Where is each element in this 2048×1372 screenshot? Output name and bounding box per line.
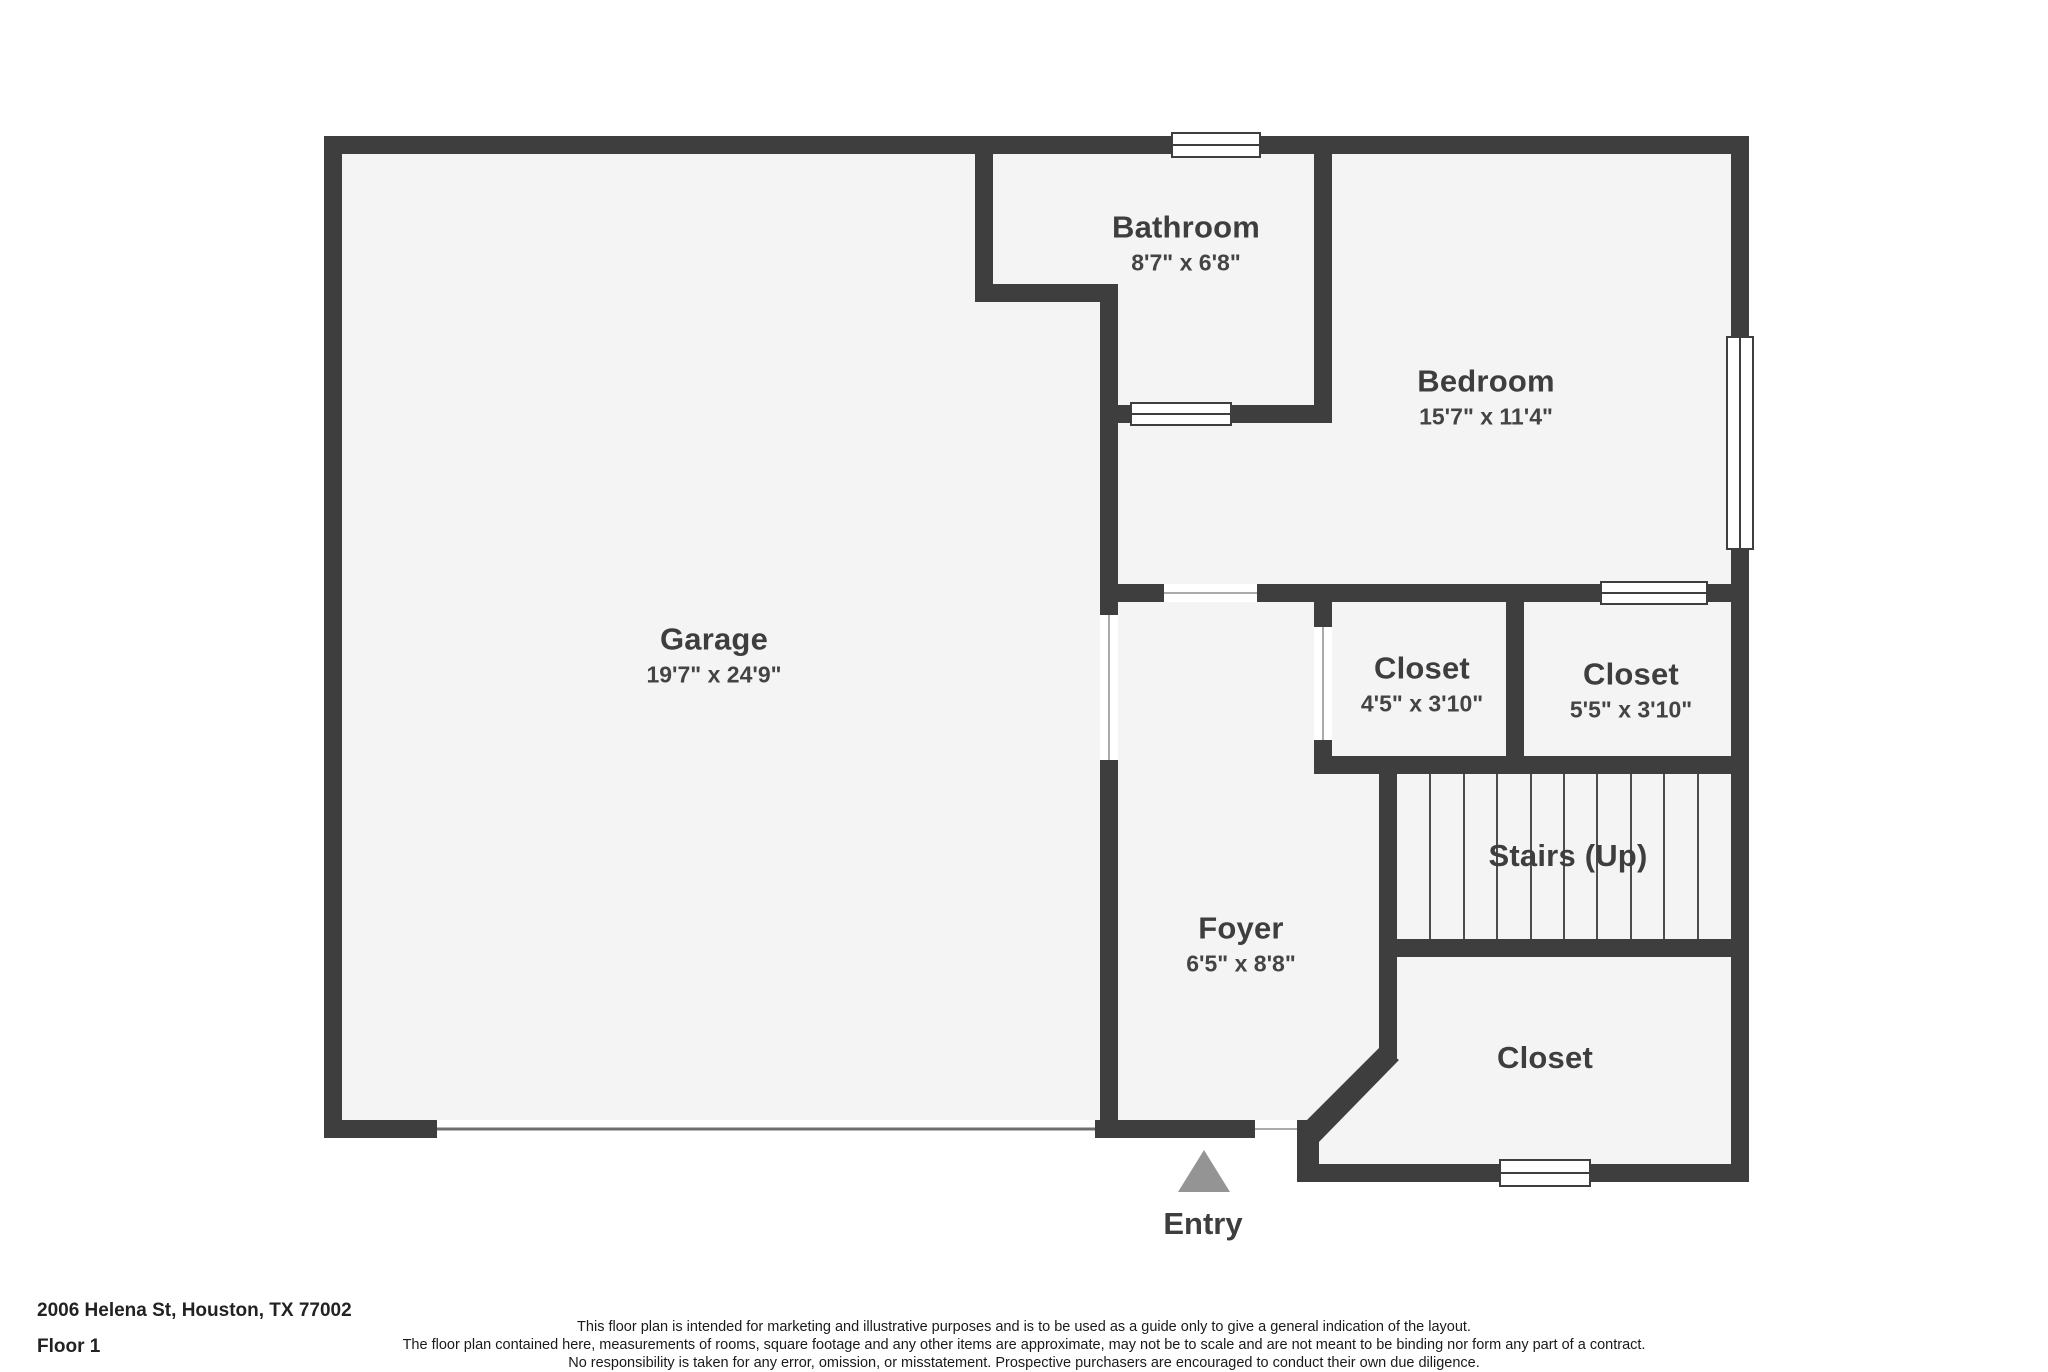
openings	[437, 584, 1332, 1138]
footer-address: 2006 Helena St, Houston, TX 77002	[37, 1300, 352, 1321]
entry-label-text: Entry	[1163, 1206, 1243, 1241]
disclaimer-line-1: This floor plan is intended for marketin…	[577, 1319, 1471, 1335]
wall-segment-bathroom-bottom-b	[1231, 405, 1332, 423]
wall-segment-stairs-left	[1379, 774, 1397, 939]
wall-segment-garage-foyer-upper	[1100, 284, 1118, 615]
room-label-closet-3: Closet	[1497, 1040, 1593, 1076]
wall-segment-bathroom-bottom-a	[1118, 405, 1131, 423]
wall-segment-garage-bottom-left	[324, 1120, 437, 1138]
wall-segment-closets-bottom	[1332, 756, 1749, 774]
wall-segment-closet3-top	[1379, 939, 1749, 957]
room-name: Bathroom	[1112, 209, 1260, 245]
room-label-stairs: Stairs (Up)	[1489, 838, 1648, 874]
wall-segment-bathroom-left	[975, 136, 993, 302]
footer-floor-label: Floor 1	[37, 1336, 101, 1357]
wall-segment-foyer-bottom	[1095, 1120, 1255, 1138]
room-dims: 19'7" x 24'9"	[646, 661, 782, 688]
wall-segment-closet1-left-upper	[1314, 602, 1332, 627]
stairs-treads	[1429, 774, 1699, 939]
room-dims: 8'7" x 6'8"	[1131, 249, 1241, 276]
disclaimer-line-3: No responsibility is taken for any error…	[568, 1355, 1480, 1371]
room-name: Stairs (Up)	[1488, 838, 1648, 873]
wall-segment-bathroom-bedroom	[1314, 136, 1332, 423]
room-dims: 4'5" x 3'10"	[1360, 690, 1484, 717]
wall-segment-closet-divider	[1506, 602, 1524, 774]
room-label-closet-1: Closet 4'5" x 3'10"	[1361, 651, 1483, 718]
wall-segment-bedroom-bottom-a	[1100, 584, 1164, 602]
footer-disclaimer: This floor plan is intended for marketin…	[274, 1318, 1774, 1372]
wall-segment-closet3-left	[1379, 957, 1397, 1060]
wall-segment-closet1-left-lower	[1314, 740, 1332, 774]
entry-label: Entry	[1163, 1206, 1242, 1242]
room-name: Bedroom	[1417, 363, 1555, 399]
room-label-bathroom: Bathroom 8'7" x 6'8"	[1112, 210, 1260, 277]
wall-segment-garage-foyer-lower	[1100, 760, 1118, 1138]
entry-arrow-icon	[1178, 1150, 1230, 1192]
wall-segment-top	[324, 136, 1749, 154]
room-label-garage: Garage 19'7" x 24'9"	[646, 622, 781, 689]
wall-segment-bedroom-bottom-b	[1257, 584, 1601, 602]
wall-segment-diagonal	[1299, 1046, 1399, 1144]
room-name: Foyer	[1198, 910, 1284, 946]
room-label-bedroom: Bedroom 15'7" x 11'4"	[1417, 364, 1554, 431]
room-name: Garage	[659, 621, 769, 657]
room-dims: 15'7" x 11'4"	[1419, 403, 1553, 430]
room-label-foyer: Foyer 6'5" x 8'8"	[1186, 911, 1296, 978]
wall-segment-left	[324, 136, 342, 1138]
disclaimer-line-2: The floor plan contained here, measureme…	[402, 1337, 1646, 1353]
room-dims: 6'5" x 8'8"	[1186, 950, 1296, 977]
room-dims: 5'5" x 3'10"	[1569, 696, 1693, 723]
wall-segment-bedroom-bottom-c	[1707, 584, 1749, 602]
room-label-closet-2: Closet 5'5" x 3'10"	[1570, 657, 1692, 724]
windows	[1130, 132, 1754, 1187]
room-name: Closet	[1374, 650, 1470, 686]
wall-segment-bathroom-step	[975, 284, 1118, 302]
walls	[324, 136, 1749, 1182]
room-name: Closet	[1583, 656, 1679, 692]
room-name: Closet	[1497, 1040, 1593, 1075]
wall-segment-right	[1731, 136, 1749, 1182]
